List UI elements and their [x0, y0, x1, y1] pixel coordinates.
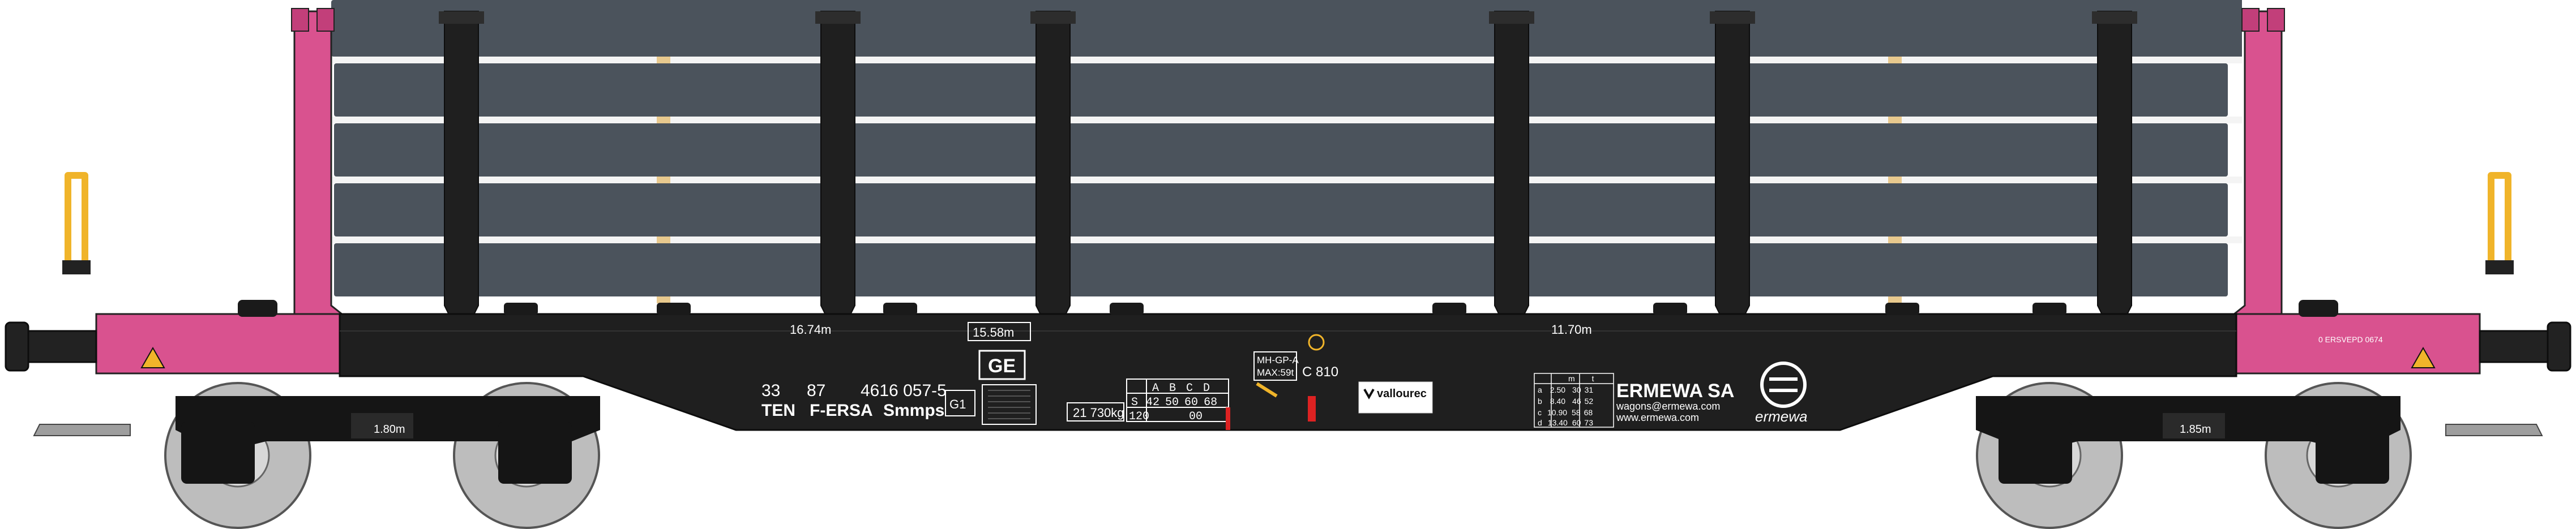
stanchion-5: [1715, 11, 1750, 317]
right-end-stanchion: [2230, 10, 2283, 363]
left-grab-handle: [65, 172, 88, 269]
load-beam-1: [331, 0, 2242, 57]
underframe: [95, 300, 2481, 431]
mini-table: [1534, 373, 1614, 428]
bogie-spacing-left: 1.80m: [374, 423, 405, 436]
stanchion-4: [1494, 11, 1529, 317]
stanchion-1: [444, 11, 479, 317]
wagon-type: Smmps: [883, 401, 944, 420]
brake-max-2: MAX:59t: [1257, 367, 1294, 378]
wagon-number-right: 4616 057-5: [861, 381, 947, 400]
load-beam-3: [334, 123, 2228, 177]
wagon-number-mid: 87: [807, 381, 825, 400]
wagon-keeper-code: F-ERSA: [810, 401, 873, 420]
steel-load: [331, 0, 2242, 303]
stanchion-6: [2097, 11, 2132, 317]
sole-bar: [339, 313, 2237, 431]
left-pink-headstock: [95, 313, 346, 375]
brake-code: C 810: [1302, 364, 1338, 380]
handbrake-lever-icon: [1226, 407, 1230, 430]
dimension-right: 11.70m: [1551, 322, 1592, 337]
dimension-left: 16.74m: [790, 322, 831, 337]
load-beam-2: [334, 63, 2228, 117]
warning-triangle-right-icon: [2411, 346, 2436, 368]
load-beam-5: [334, 243, 2228, 296]
right-pink-headstock: [2230, 313, 2481, 375]
ermewa-brand: ermewa: [1755, 408, 1807, 425]
data-panel: [982, 384, 1037, 425]
right-buffer: [2479, 330, 2554, 363]
vallourec-logo-icon: [1363, 389, 1375, 400]
gauge-mark: GE: [988, 355, 1016, 377]
right-bogie: [1976, 382, 2412, 529]
gauge-mark-box: [978, 350, 1026, 380]
load-table: [1126, 379, 1229, 422]
owner-email: wagons@ermewa.com: [1616, 401, 1720, 412]
left-buffer: [22, 330, 97, 363]
brake-max-1: MH-GP-A: [1257, 355, 1299, 365]
k-mark-icon: [1308, 334, 1325, 351]
bogie-spacing-right: 1.85m: [2180, 423, 2211, 436]
owner-web: www.ermewa.com: [1616, 412, 1699, 423]
wooden-spacers: [657, 57, 1902, 303]
warning-triangle-left-icon: [140, 346, 165, 368]
pink-plate-text: 0 ERSVEPD 0674: [2318, 335, 2383, 344]
owner-name: ERMEWA SA: [1616, 380, 1734, 402]
tare-weight: 21 730kg: [1073, 406, 1124, 420]
vallourec-sticker: [1358, 381, 1433, 414]
stanchion-2: [820, 11, 855, 317]
ermewa-logo-icon: [1760, 362, 1807, 408]
stanchion-3: [1035, 11, 1071, 317]
g1-mark: G1: [949, 397, 966, 411]
stanchions: [444, 11, 2132, 317]
buffers: [5, 321, 2571, 372]
load-beam-4: [334, 183, 2228, 236]
length-over-buffers: 15.58m: [973, 325, 1014, 339]
wagon-regime: TEN: [761, 401, 795, 420]
release-lever-icon: [1308, 396, 1316, 422]
right-grab-handle: [2488, 172, 2511, 269]
wagon-number-left: 33: [761, 381, 780, 400]
sticker-brand: vallourec: [1377, 388, 1427, 400]
left-bogie: [164, 382, 600, 529]
